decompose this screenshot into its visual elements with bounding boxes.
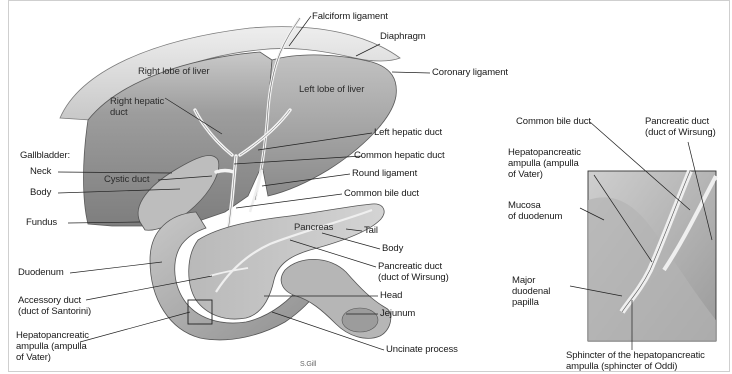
label-diaphragm: Diaphragm xyxy=(380,31,426,42)
label-body-pancreas: Body xyxy=(382,243,403,254)
inset-label-hepatopancreatic-ampulla: Hepatopancreatic ampulla (ampulla of Vat… xyxy=(508,147,581,180)
label-falciform-ligament: Falciform ligament xyxy=(312,11,388,22)
label-accessory-duct: Accessory duct (duct of Santorini) xyxy=(18,295,91,317)
label-pancreatic-duct: Pancreatic duct (duct of Wirsung) xyxy=(378,261,449,283)
label-common-hepatic-duct: Common hepatic duct xyxy=(354,150,445,161)
label-duodenum: Duodenum xyxy=(18,267,64,278)
label-head: Head xyxy=(380,290,402,301)
label-tail: Tail xyxy=(364,225,378,236)
label-right-hepatic-duct: Right hepatic duct xyxy=(110,96,164,118)
label-round-ligament: Round ligament xyxy=(352,168,417,179)
label-coronary-ligament: Coronary ligament xyxy=(432,67,508,78)
inset-label-sphincter: Sphincter of the hepatopancreatic ampull… xyxy=(566,350,705,372)
label-common-bile-duct: Common bile duct xyxy=(344,188,419,199)
inset-label-common-bile-duct: Common bile duct xyxy=(516,116,591,127)
label-fundus: Fundus xyxy=(26,217,57,228)
inset-label-pancreatic-duct: Pancreatic duct (duct of Wirsung) xyxy=(645,116,716,138)
label-left-lobe: Left lobe of liver xyxy=(299,84,364,95)
label-neck: Neck xyxy=(30,166,51,177)
label-cystic-duct: Cystic duct xyxy=(104,174,149,185)
label-uncinate-process: Uncinate process xyxy=(386,344,458,355)
label-right-lobe: Right lobe of liver xyxy=(138,66,210,77)
label-jejunum: Jejunum xyxy=(380,308,415,319)
label-left-hepatic-duct: Left hepatic duct xyxy=(374,127,442,138)
label-body-gallbladder: Body xyxy=(30,187,51,198)
label-gallbladder: Gallbladder: xyxy=(20,150,70,161)
label-pancreas: Pancreas xyxy=(294,222,333,233)
artist-signature: S.Gill xyxy=(300,359,316,370)
inset-label-major-papilla: Major duodenal papilla xyxy=(512,275,550,308)
label-hepatopancreatic-ampulla: Hepatopancreatic ampulla (ampulla of Vat… xyxy=(16,330,89,363)
inset-label-mucosa: Mucosa of duodenum xyxy=(508,200,562,222)
